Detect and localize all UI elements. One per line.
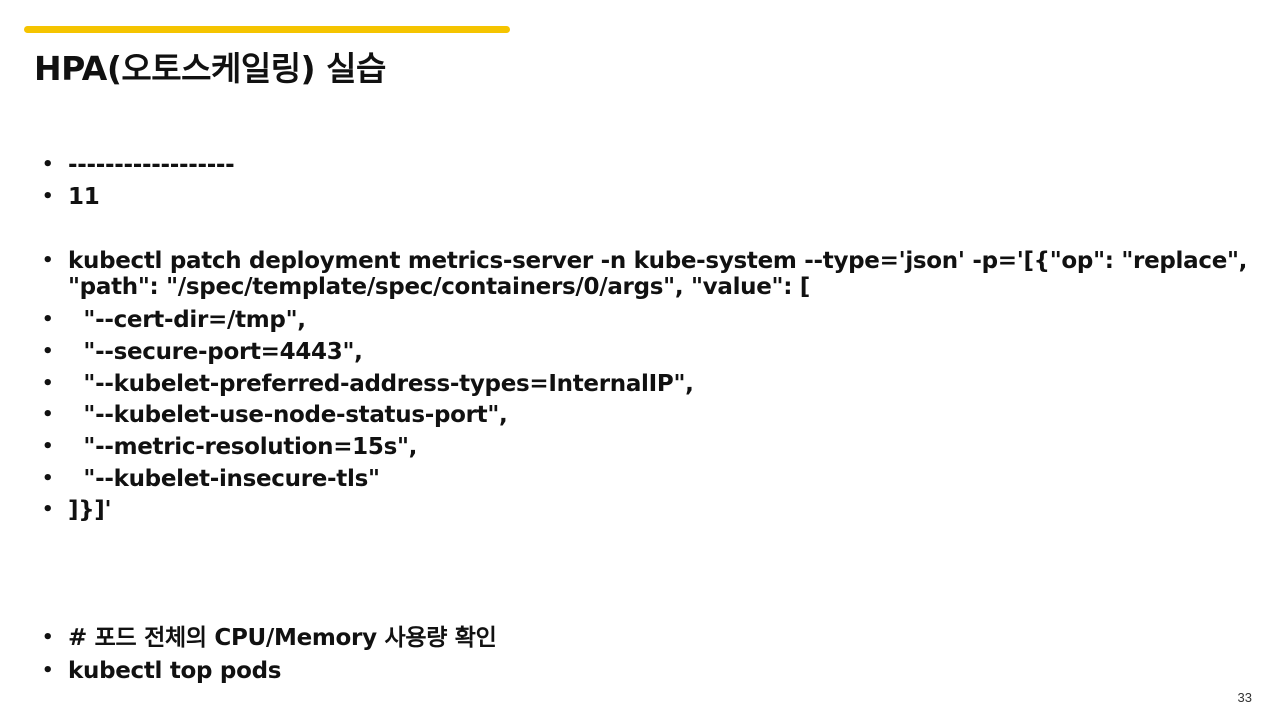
bullet-marker: • xyxy=(42,404,54,425)
bullet-marker: • xyxy=(42,341,54,362)
bullet-marker: • xyxy=(42,468,54,489)
bullet-item: • "--kubelet-insecure-tls" xyxy=(42,466,380,492)
bullet-item: • "--kubelet-preferred-address-types=Int… xyxy=(42,371,694,397)
bullet-item: • "--secure-port=4443", xyxy=(42,339,363,365)
bullet-marker: • xyxy=(42,309,54,330)
slide-title: HPA(오토스케일링) 실습 xyxy=(34,49,386,88)
bullet-text: ------------------ xyxy=(68,152,235,178)
bullet-text: "--metric-resolution=15s", xyxy=(68,434,418,460)
bullet-item: • # 포드 전체의 CPU/Memory 사용량 확인 xyxy=(42,625,497,651)
bullet-marker: • xyxy=(42,499,54,520)
bullet-item: • kubectl top pods xyxy=(42,658,281,684)
bullet-text: # 포드 전체의 CPU/Memory 사용량 확인 xyxy=(68,625,497,651)
bullet-text: "--kubelet-insecure-tls" xyxy=(68,466,380,492)
bullet-item: • "--kubelet-use-node-status-port", xyxy=(42,402,508,428)
bullet-text: 11 xyxy=(68,184,100,210)
bullet-item: • "--cert-dir=/tmp", xyxy=(42,307,306,333)
bullet-marker: • xyxy=(42,154,54,175)
bullet-item: • ]}]' xyxy=(42,497,112,523)
bullet-text: ]}]' xyxy=(68,497,112,523)
bullet-marker: • xyxy=(42,250,54,271)
bullet-item: • "--metric-resolution=15s", xyxy=(42,434,417,460)
bullet-marker: • xyxy=(42,373,54,394)
bullet-marker: • xyxy=(42,186,54,207)
title-accent-bar xyxy=(24,26,510,33)
bullet-text: "--kubelet-use-node-status-port", xyxy=(68,402,508,428)
bullet-text: kubectl patch deployment metrics-server … xyxy=(68,248,1255,300)
bullet-item: • ------------------ xyxy=(42,152,235,178)
bullet-item: • kubectl patch deployment metrics-serve… xyxy=(42,248,1258,300)
bullet-text: kubectl top pods xyxy=(68,658,282,684)
bullet-text: "--cert-dir=/tmp", xyxy=(68,307,306,333)
bullet-marker: • xyxy=(42,660,54,681)
bullet-text: "--kubelet-preferred-address-types=Inter… xyxy=(68,371,694,397)
bullet-marker: • xyxy=(42,436,54,457)
bullet-text: "--secure-port=4443", xyxy=(68,339,363,365)
page-number: 33 xyxy=(1237,690,1252,705)
bullet-marker: • xyxy=(42,627,54,648)
bullet-item: • 11 xyxy=(42,184,100,210)
